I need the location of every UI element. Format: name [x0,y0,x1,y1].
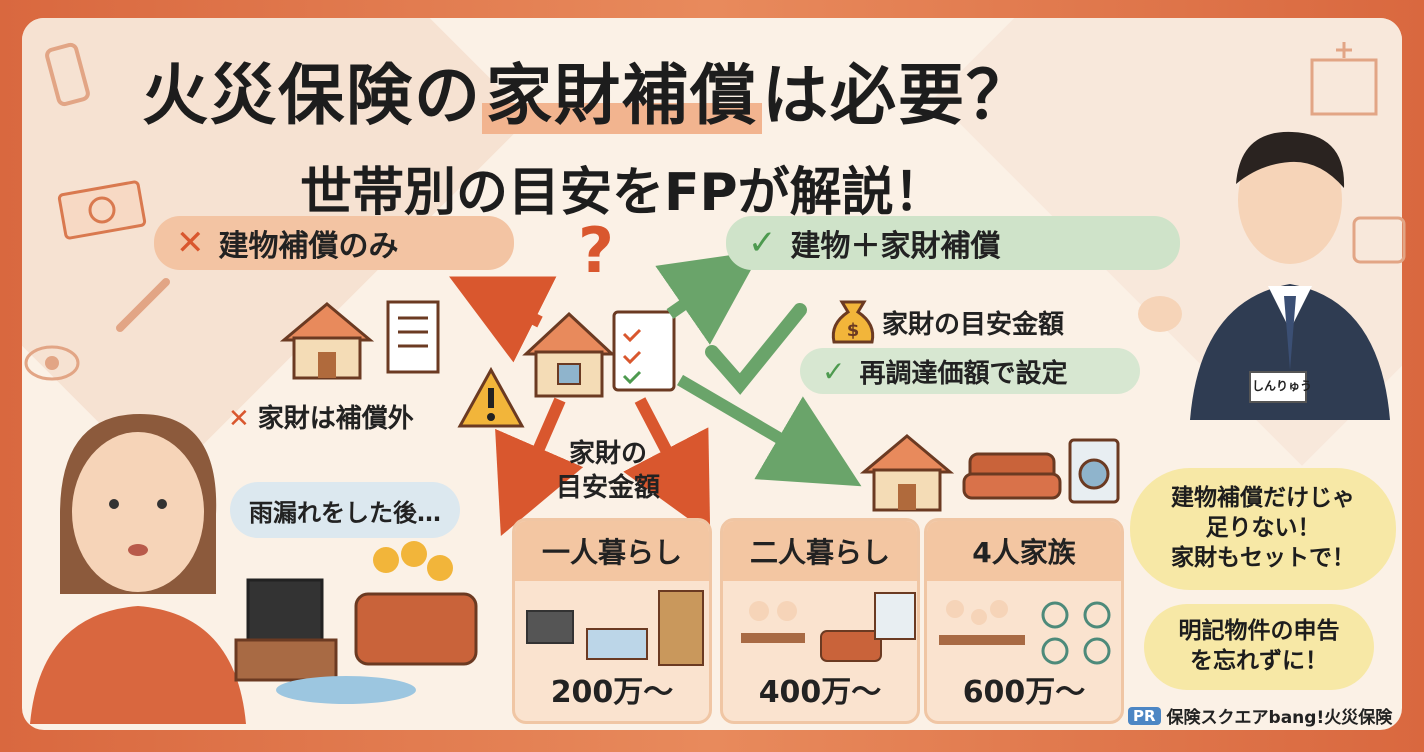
advisor-name-badge: しんりゅう [1252,379,1313,393]
household-card-single: 一人暮らし 200万～ [512,518,712,724]
page-subtitle: 世帯別の目安をFPが解説！ [300,163,946,223]
advisor-man [1138,131,1390,420]
building-contents-pill: ✓ 建物＋家財補償 [726,216,1180,270]
building-only-pill: ✕ 建物補償のみ [154,216,514,270]
advisor-bubble-note: 明記物件の申告 を忘れずに！ [1144,604,1374,690]
brand-name: 保険スクエアbang!火災保険 [1166,708,1393,728]
money-bag-icon: $ [831,300,875,344]
leak-caption-cloud: 雨漏れをした後… [230,482,460,538]
hospital-icon [1310,42,1378,116]
right-house-icon [859,434,955,512]
family-furniture-icon [939,600,1111,665]
wallet-icon [1352,216,1406,264]
check-icon: ✓ [748,223,777,263]
pr-badge: PR [1128,706,1161,725]
cross-icon: ✕ [176,223,205,263]
page-title: 火災保険の家財補償は必要？ [142,57,1034,134]
replacement-cost-pill: ✓ 再調達価額で設定 [800,348,1140,394]
washing-machine-icon [1068,438,1120,504]
household-card-couple: 二人暮らし 400万～ [720,518,920,724]
contents-excluded-label: ✕家財は補償外 [228,404,414,434]
household-card-family: 4人家族 600万～ [924,518,1124,724]
worried-woman [30,414,246,724]
thermometer-icon [116,278,170,332]
guide-amount-label: 家財の 目安金額 [556,439,661,503]
cross-icon: ✕ [228,404,250,434]
leak-scene [234,541,478,704]
money-icon [57,180,147,240]
svg-text:$: $ [847,320,860,341]
check-icon: ✓ [822,354,846,388]
question-mark: ? [578,214,614,287]
contents-amount-label: 家財の目安金額 [882,310,1065,340]
sofa-icon [962,452,1062,500]
advisor-bubble-main: 建物補償だけじゃ 足りない！ 家財もセットで！ [1130,468,1396,590]
warning-icon [457,366,525,428]
couple-furniture-icon [741,592,916,662]
eye-icon [24,345,80,381]
single-furniture-icon [526,590,704,666]
document-icon [386,300,440,374]
left-house-icon [279,302,375,380]
tube-icon [45,42,90,107]
pr-footer: PR 保険スクエアbang!火災保険 [1128,703,1392,728]
